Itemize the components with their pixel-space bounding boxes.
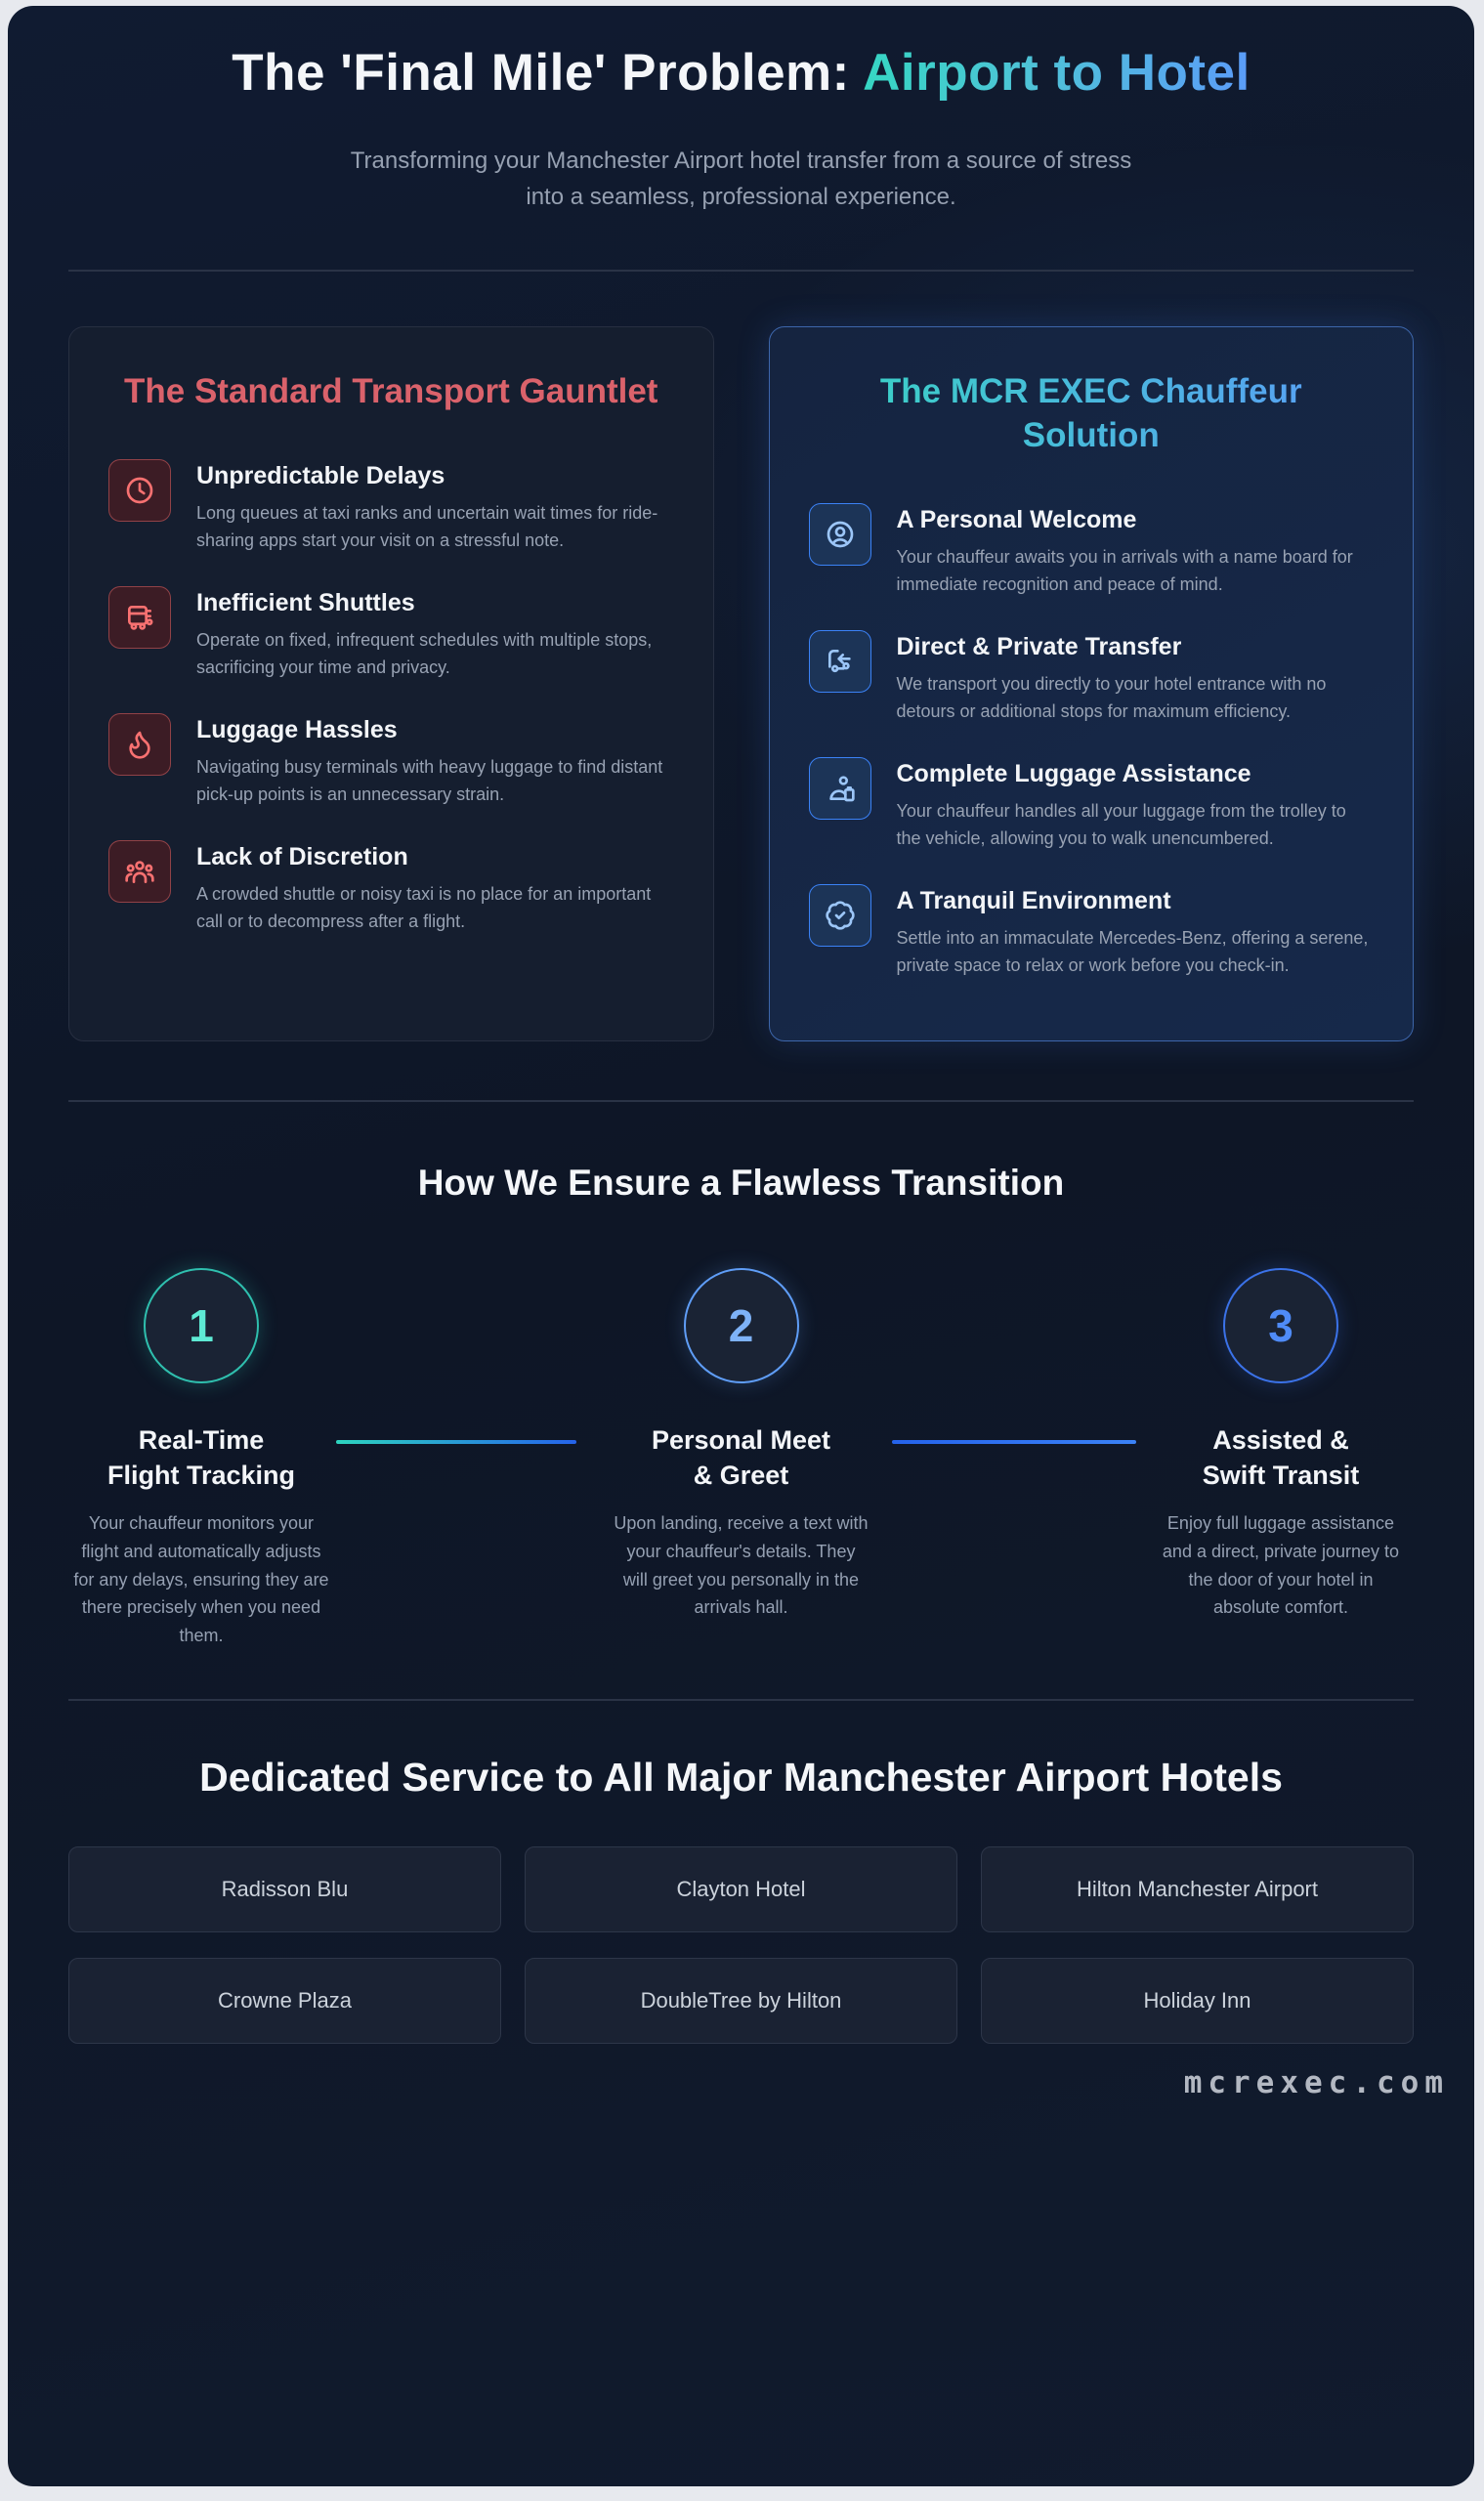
step-description: Upon landing, receive a text with your c… [614,1512,869,1618]
step-description: Your chauffeur monitors your flight and … [73,1512,329,1646]
item-title: Direct & Private Transfer [896,632,1182,660]
porter-luggage-icon [808,756,871,820]
item-text: Luggage Hassles Navigating busy terminal… [196,713,674,809]
list-item: Luggage Hassles Navigating busy terminal… [108,713,674,809]
brand-watermark: mcrexec.com [1183,2065,1449,2101]
person-circle-icon [808,502,871,566]
problem-card-title: The Standard Transport Gauntlet [124,372,658,411]
hotel-chip: Hilton Manchester Airport [981,1846,1414,1933]
item-title: A Tranquil Environment [896,887,1171,915]
hotel-chip: DoubleTree by Hilton [525,1958,957,2045]
hotel-chip: Holiday Inn [981,1958,1414,2045]
hotel-chip: Clayton Hotel [525,1846,957,1933]
item-title: Unpredictable Delays [196,462,445,490]
list-item: Lack of Discretion A crowded shuttle or … [108,840,674,936]
solution-card-title: The MCR EXEC Chauffeur Solution [809,370,1375,458]
step-number-badge: 1 [144,1268,259,1384]
list-item: A Tranquil Environment Settle into an im… [808,884,1375,980]
list-item: Direct & Private Transfer We transport y… [808,629,1375,726]
car-transfer-icon [808,629,871,693]
process-step-3: 3 Assisted & Swift Transit Enjoy full lu… [1148,1268,1414,1650]
process-section-title: How We Ensure a Flawless Transition [417,1163,1065,1204]
problem-card: The Standard Transport Gauntlet Unpredic… [68,326,714,1042]
step-title: Real-Time Flight Tracking [106,1425,296,1491]
page-title-prefix: The 'Final Mile' Problem: [232,44,864,102]
process-steps: 1 Real-Time Flight Tracking Your chauffe… [68,1268,1414,1650]
list-item: Complete Luggage Assistance Your chauffe… [808,756,1375,853]
item-title: A Personal Welcome [896,505,1137,533]
section-divider [68,270,1414,273]
section-divider [68,1100,1414,1103]
step-title: Assisted & Swift Transit [1202,1425,1360,1491]
badge-check-icon [808,884,871,948]
item-description: Your chauffeur handles all your luggage … [896,801,1346,849]
item-text: Direct & Private Transfer We transport y… [897,630,1375,726]
step-description: Enjoy full luggage assistance and a dire… [1162,1512,1400,1618]
item-text: Complete Luggage Assistance Your chauffe… [897,757,1375,853]
hotels-section-title: Dedicated Service to All Major Mancheste… [199,1754,1283,1800]
step-title: Personal Meet & Greet [651,1425,831,1491]
item-description: Navigating busy terminals with heavy lug… [196,757,663,805]
solution-card: The MCR EXEC Chauffeur Solution A Person… [768,326,1414,1042]
hotel-chip: Radisson Blu [68,1846,501,1933]
flame-icon [108,713,171,777]
page-title: The 'Final Mile' Problem: Airport to Hot… [77,39,1406,107]
shuttle-bus-icon [108,586,171,650]
crowd-icon [108,840,171,904]
process-step-1: 1 Real-Time Flight Tracking Your chauffe… [68,1268,334,1650]
item-text: A Tranquil Environment Settle into an im… [897,884,1375,980]
hotel-chip: Crowne Plaza [68,1958,501,2045]
list-item: Unpredictable Delays Long queues at taxi… [108,459,674,555]
page-subtitle: Transforming your Manchester Airport hot… [350,147,1132,211]
list-item: A Personal Welcome Your chauffeur awaits… [808,502,1375,599]
item-title: Complete Luggage Assistance [896,759,1251,787]
item-title: Luggage Hassles [196,716,398,744]
item-description: A crowded shuttle or noisy taxi is no pl… [196,884,652,932]
item-text: Inefficient Shuttles Operate on fixed, i… [196,586,674,682]
page-title-accent: Airport to Hotel [863,44,1251,102]
item-text: Unpredictable Delays Long queues at taxi… [196,459,674,555]
item-text: A Personal Welcome Your chauffeur awaits… [897,503,1375,599]
item-description: Settle into an immaculate Mercedes-Benz,… [896,928,1369,976]
infographic-poster: The 'Final Mile' Problem: Airport to Hot… [8,6,1474,2486]
step-connector-line [336,1440,576,1445]
item-description: Operate on fixed, infrequent schedules w… [196,630,653,678]
section-divider [68,1698,1414,1701]
step-number-badge: 3 [1223,1268,1338,1384]
item-title: Lack of Discretion [196,843,408,871]
list-item: Inefficient Shuttles Operate on fixed, i… [108,586,674,682]
item-text: Lack of Discretion A crowded shuttle or … [196,840,674,936]
process-step-2: 2 Personal Meet & Greet Upon landing, re… [609,1268,874,1650]
item-description: Your chauffeur awaits you in arrivals wi… [896,547,1353,595]
step-connector-line [892,1440,1136,1445]
item-description: Long queues at taxi ranks and uncertain … [196,503,658,551]
comparison-section: The Standard Transport Gauntlet Unpredic… [68,326,1414,1042]
item-title: Inefficient Shuttles [196,589,415,617]
item-description: We transport you directly to your hotel … [896,674,1327,722]
step-number-badge: 2 [683,1268,799,1384]
clock-icon [108,459,171,523]
hotel-chip-grid: Radisson Blu Clayton Hotel Hilton Manche… [68,1846,1414,2045]
